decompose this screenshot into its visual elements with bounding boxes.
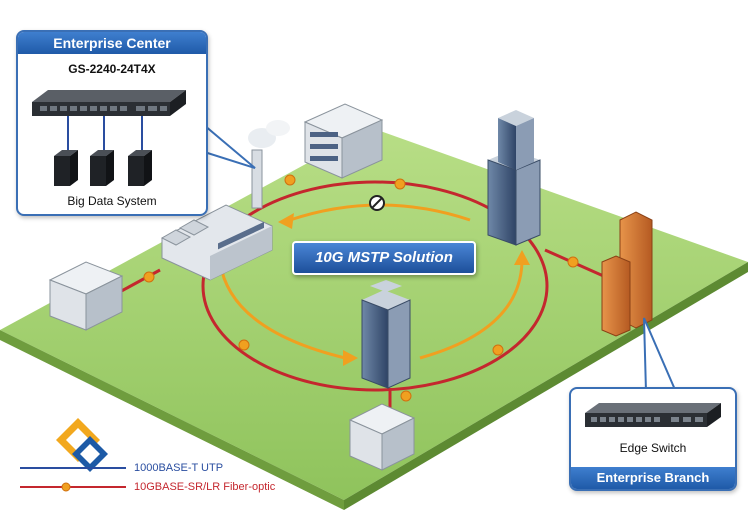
server-icon <box>90 150 114 186</box>
enterprise-branch-callout: Edge Switch Enterprise Branch <box>569 387 737 491</box>
center-tower <box>361 280 411 389</box>
edge-switch-label: Edge Switch <box>619 441 687 455</box>
legend-utp-label: 1000BASE-T UTP <box>134 462 224 474</box>
legend-lines <box>20 467 126 492</box>
switch-model-label: GS-2240-24T4X <box>68 62 156 76</box>
fiber-dot-icon <box>400 390 412 402</box>
legend-fiber-label: 10GBASE-SR/LR Fiber-optic <box>134 481 276 493</box>
brick-towers-branch <box>601 211 653 337</box>
fiber-dot-icon <box>284 174 296 186</box>
core-switch-icon <box>32 90 186 116</box>
center-equipment <box>32 90 186 186</box>
enterprise-center-callout: Enterprise Center GS-2240-24T4X <box>16 30 208 216</box>
planet-logo <box>56 418 108 472</box>
branch-callout-pointer <box>643 317 678 393</box>
factory-building <box>160 120 290 281</box>
office-building-north <box>303 103 384 179</box>
fiber-dot-icon <box>567 256 579 268</box>
flow-arrowhead-right <box>343 350 358 366</box>
no-entry-icon <box>369 195 385 211</box>
fiber-dot-icon <box>394 178 406 190</box>
enterprise-center-title: Enterprise Center <box>18 32 206 54</box>
solution-badge: 10G MSTP Solution <box>292 241 476 275</box>
fiber-dot-icon <box>238 339 250 351</box>
fiber-dot-icon <box>61 482 71 492</box>
flow-arrowhead-up <box>514 250 530 265</box>
fiber-dot-icon <box>492 344 504 356</box>
skyscraper-east <box>487 110 541 246</box>
server-icon <box>128 150 152 186</box>
office-building-south <box>348 403 416 471</box>
server-icon <box>54 150 78 186</box>
flow-arrowhead-left <box>278 213 294 229</box>
fiber-dot-icon <box>143 271 155 283</box>
office-building-west <box>48 261 124 331</box>
edge-switch-icon <box>585 403 721 427</box>
big-data-system-label: Big Data System <box>67 194 157 208</box>
enterprise-branch-title: Enterprise Branch <box>571 467 735 489</box>
